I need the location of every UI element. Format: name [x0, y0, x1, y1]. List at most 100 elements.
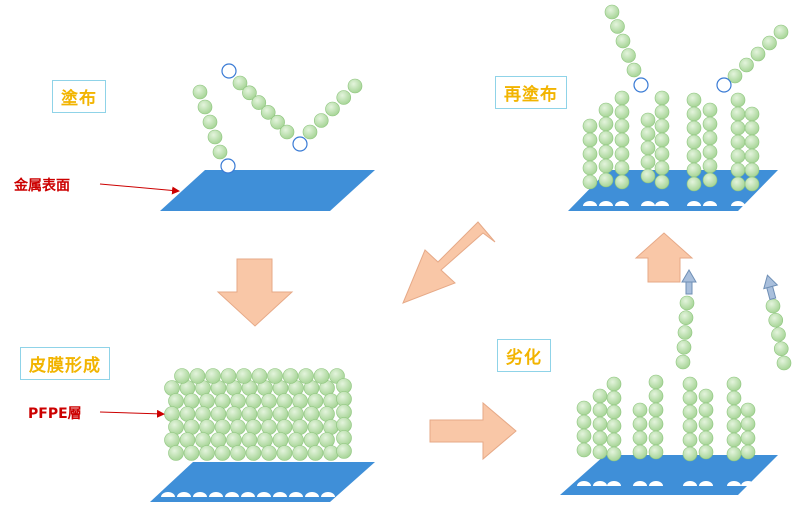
- anchor-cap: [641, 201, 655, 206]
- pfpe-bead: [654, 160, 670, 176]
- pfpe-bead: [220, 368, 237, 384]
- pfpe-bead: [323, 445, 339, 461]
- pfpe-bead: [236, 368, 252, 384]
- anchor-cap: [209, 492, 223, 497]
- pfpe-bead: [686, 106, 702, 122]
- pfpe-bead: [677, 325, 693, 340]
- pfpe-bead: [214, 419, 231, 435]
- arrow-up-process: [634, 232, 694, 283]
- pfpe-bead: [272, 406, 289, 422]
- pfpe-bead: [230, 419, 246, 435]
- pfpe-bead: [174, 368, 190, 384]
- arrow-diagonal-process: [402, 221, 496, 304]
- anchor-cap: [577, 481, 591, 486]
- pfpe-bead: [168, 445, 184, 461]
- pfpe-bead: [606, 446, 622, 462]
- pfpe-bead: [648, 402, 664, 418]
- pfpe-bead: [682, 446, 698, 462]
- anchor-cap: [655, 201, 669, 206]
- pfpe-bead: [582, 146, 598, 162]
- degraded-film: [576, 374, 756, 486]
- pfpe-bead: [686, 120, 702, 136]
- pfpe-bead: [582, 132, 598, 148]
- pfpe-bead: [260, 105, 276, 120]
- pfpe-bead: [214, 393, 231, 409]
- pfpe-bead: [164, 380, 180, 396]
- pfpe-bead: [276, 419, 293, 435]
- anchor-cap: [257, 492, 271, 497]
- stage-label-degradation: 劣化: [497, 339, 551, 372]
- pfpe-bead: [282, 368, 299, 384]
- pfpe-bead: [598, 130, 614, 146]
- pfpe-bead: [698, 402, 714, 418]
- pfpe-bead: [242, 85, 257, 101]
- pfpe-bead: [267, 368, 283, 384]
- pfpe-bead: [648, 416, 664, 432]
- pfpe-bead: [740, 402, 756, 418]
- pfpe-bead: [592, 416, 608, 432]
- anchor-cap: [599, 201, 613, 206]
- end-group-circle: [292, 136, 308, 152]
- pfpe-bead: [648, 430, 664, 446]
- pfpe-bead: [245, 419, 262, 435]
- pfpe-bead: [576, 428, 592, 444]
- pfpe-bead: [654, 132, 670, 148]
- anchor-cap: [225, 492, 239, 497]
- anchor-cap: [161, 492, 175, 497]
- pfpe-bead: [276, 445, 293, 461]
- stage-label-recoating: 再塗布: [495, 76, 567, 109]
- anchor-cap: [683, 481, 697, 486]
- anchor-cap: [241, 492, 255, 497]
- pfpe-bead: [582, 118, 598, 134]
- anchor-cap: [649, 481, 663, 486]
- pfpe-bead: [702, 172, 718, 188]
- pfpe-bead: [768, 312, 784, 328]
- pfpe-bead: [610, 19, 625, 34]
- anchor-cap: [615, 201, 629, 206]
- pfpe-bead: [207, 129, 223, 145]
- pfpe-bead: [682, 390, 698, 406]
- pfpe-bead: [606, 418, 622, 434]
- pfpe-bead: [682, 404, 698, 420]
- pfpe-bead: [576, 400, 592, 416]
- release-arrow-icon: [763, 274, 779, 301]
- anchor-cap: [731, 201, 745, 206]
- pfpe-bead: [726, 446, 742, 462]
- pfpe-bead: [640, 154, 656, 170]
- pfpe-bead: [686, 92, 702, 108]
- pfpe-bead: [576, 414, 592, 430]
- pfpe-bead: [698, 416, 714, 432]
- anchor-cap: [633, 481, 647, 486]
- anchor-cap: [699, 481, 713, 486]
- pfpe-bead: [702, 102, 718, 118]
- pfpe-bead: [232, 75, 248, 91]
- pfpe-bead: [621, 48, 636, 63]
- callout-pfpe-layer: PFPE層: [28, 406, 82, 422]
- pfpe-bead: [744, 106, 760, 122]
- pfpe-bead: [632, 402, 648, 418]
- pfpe-bead: [212, 144, 228, 160]
- pfpe-bead: [730, 176, 746, 192]
- pfpe-bead: [336, 90, 352, 105]
- pfpe-bead: [195, 432, 211, 448]
- pfpe-bead: [307, 393, 324, 409]
- release-arrow-icon: [681, 269, 697, 295]
- pfpe-bead: [598, 172, 614, 188]
- pfpe-bead: [261, 393, 277, 409]
- pfpe-bead: [189, 368, 206, 384]
- pfpe-bead: [654, 90, 670, 106]
- pfpe-bead: [686, 148, 702, 164]
- pfpe-bead: [272, 432, 289, 448]
- pfpe-bead: [251, 368, 268, 384]
- pfpe-bead: [744, 120, 760, 136]
- pfpe-bead: [179, 432, 196, 448]
- pfpe-bead: [292, 445, 308, 461]
- pfpe-bead: [726, 418, 742, 434]
- anchor-cap: [273, 492, 287, 497]
- recoated-film: [582, 90, 760, 206]
- pfpe-bead: [606, 376, 622, 392]
- pfpe-bead: [776, 355, 792, 371]
- pfpe-bead: [598, 144, 614, 160]
- pfpe-bead: [288, 432, 304, 448]
- pfpe-bead: [771, 327, 786, 342]
